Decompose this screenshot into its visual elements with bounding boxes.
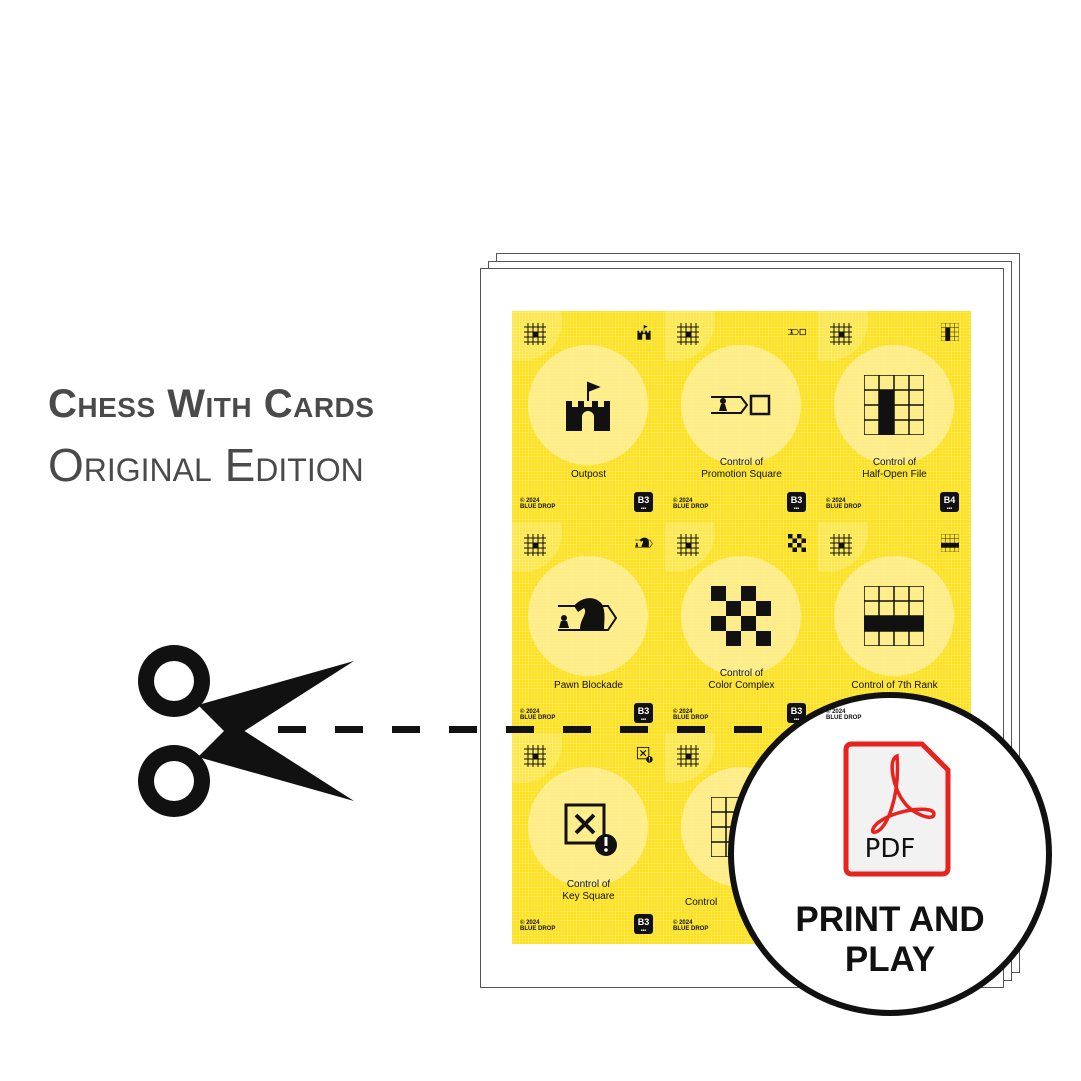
pdf-file-icon xyxy=(843,741,951,877)
level-badge: B3 xyxy=(634,492,653,517)
card-title: Outpost xyxy=(570,469,607,480)
half-open-file-small-icon xyxy=(940,322,960,342)
pawn-promotion-small-icon xyxy=(786,323,806,341)
knight-blockade-small-icon xyxy=(632,534,653,552)
copyright-text: © 2024 xyxy=(520,920,540,926)
scissors-icon xyxy=(138,645,354,817)
brand-logo: BLUE DROP xyxy=(826,504,862,510)
key-square-icon xyxy=(558,797,618,857)
card-title: Pawn Blockade xyxy=(554,680,623,691)
checkerboard-icon xyxy=(711,586,771,646)
brand-logo: BLUE DROP xyxy=(673,504,709,510)
brand-logo: BLUE DROP xyxy=(520,926,556,932)
card-title: Control of 7th Rank xyxy=(851,680,938,691)
product-title: Chess With Cards xyxy=(48,382,375,426)
copyright-text: © 2024 xyxy=(673,498,693,504)
mini-board-icon xyxy=(677,745,699,772)
brand-logo: BLUE DROP xyxy=(673,715,709,721)
print-and-play-text: PRINT AND PLAY xyxy=(795,900,985,979)
card-title: Control of Key Square xyxy=(562,879,615,902)
castle-small-icon xyxy=(635,323,653,341)
brand-logo: BLUE DROP xyxy=(520,504,556,510)
mini-board-icon xyxy=(830,323,852,350)
card-title: Control xyxy=(685,897,718,908)
copyright-text: © 2024 xyxy=(826,709,846,715)
pdf-label: PDF xyxy=(864,834,916,864)
mini-board-icon xyxy=(677,323,699,350)
cut-dash xyxy=(506,726,534,733)
cut-dash xyxy=(392,726,420,733)
mini-board-icon xyxy=(830,534,852,561)
cut-dash xyxy=(734,726,762,733)
rank-icon xyxy=(863,585,925,647)
brand-logo: BLUE DROP xyxy=(826,715,862,721)
icon-circle xyxy=(681,345,801,465)
level-badge: B3 xyxy=(787,492,806,517)
card-title: Control of Half-Open File xyxy=(862,457,927,480)
brand-logo: BLUE DROP xyxy=(673,926,709,932)
print-and-play-badge: PDF PRINT AND PLAY xyxy=(728,692,1052,1016)
cut-dash xyxy=(449,726,477,733)
copyright-text: © 2024 xyxy=(520,498,540,504)
brand-logo: BLUE DROP xyxy=(520,715,556,721)
cut-dash xyxy=(335,726,363,733)
castle-icon xyxy=(558,375,618,435)
checkerboard-small-icon xyxy=(788,534,806,552)
level-badge: B3 xyxy=(634,914,653,939)
copyright-text: © 2024 xyxy=(826,498,846,504)
mini-board-icon xyxy=(524,323,546,350)
key-square-small-icon xyxy=(635,745,653,763)
knight-blockade-icon xyxy=(550,586,618,646)
copyright-text: © 2024 xyxy=(673,709,693,715)
half-open-file-icon xyxy=(863,374,925,436)
copyright-text: © 2024 xyxy=(673,920,693,926)
product-edition: Original Edition xyxy=(48,439,364,491)
level-badge: B3 xyxy=(634,703,653,728)
icon-circle xyxy=(528,345,648,465)
mini-board-icon xyxy=(524,534,546,561)
pawn-promotion-icon xyxy=(705,375,771,435)
cut-dash xyxy=(620,726,648,733)
cut-dash xyxy=(563,726,591,733)
cut-dash xyxy=(278,726,306,733)
copyright-text: © 2024 xyxy=(520,709,540,715)
card-title: Control of Promotion Square xyxy=(701,457,782,480)
mini-board-icon xyxy=(677,534,699,561)
cut-dash xyxy=(677,726,705,733)
card-title: Control of Color Complex xyxy=(708,668,775,691)
rank-small-icon xyxy=(940,533,960,553)
level-badge: B4 xyxy=(940,492,959,517)
mini-board-icon xyxy=(524,745,546,772)
